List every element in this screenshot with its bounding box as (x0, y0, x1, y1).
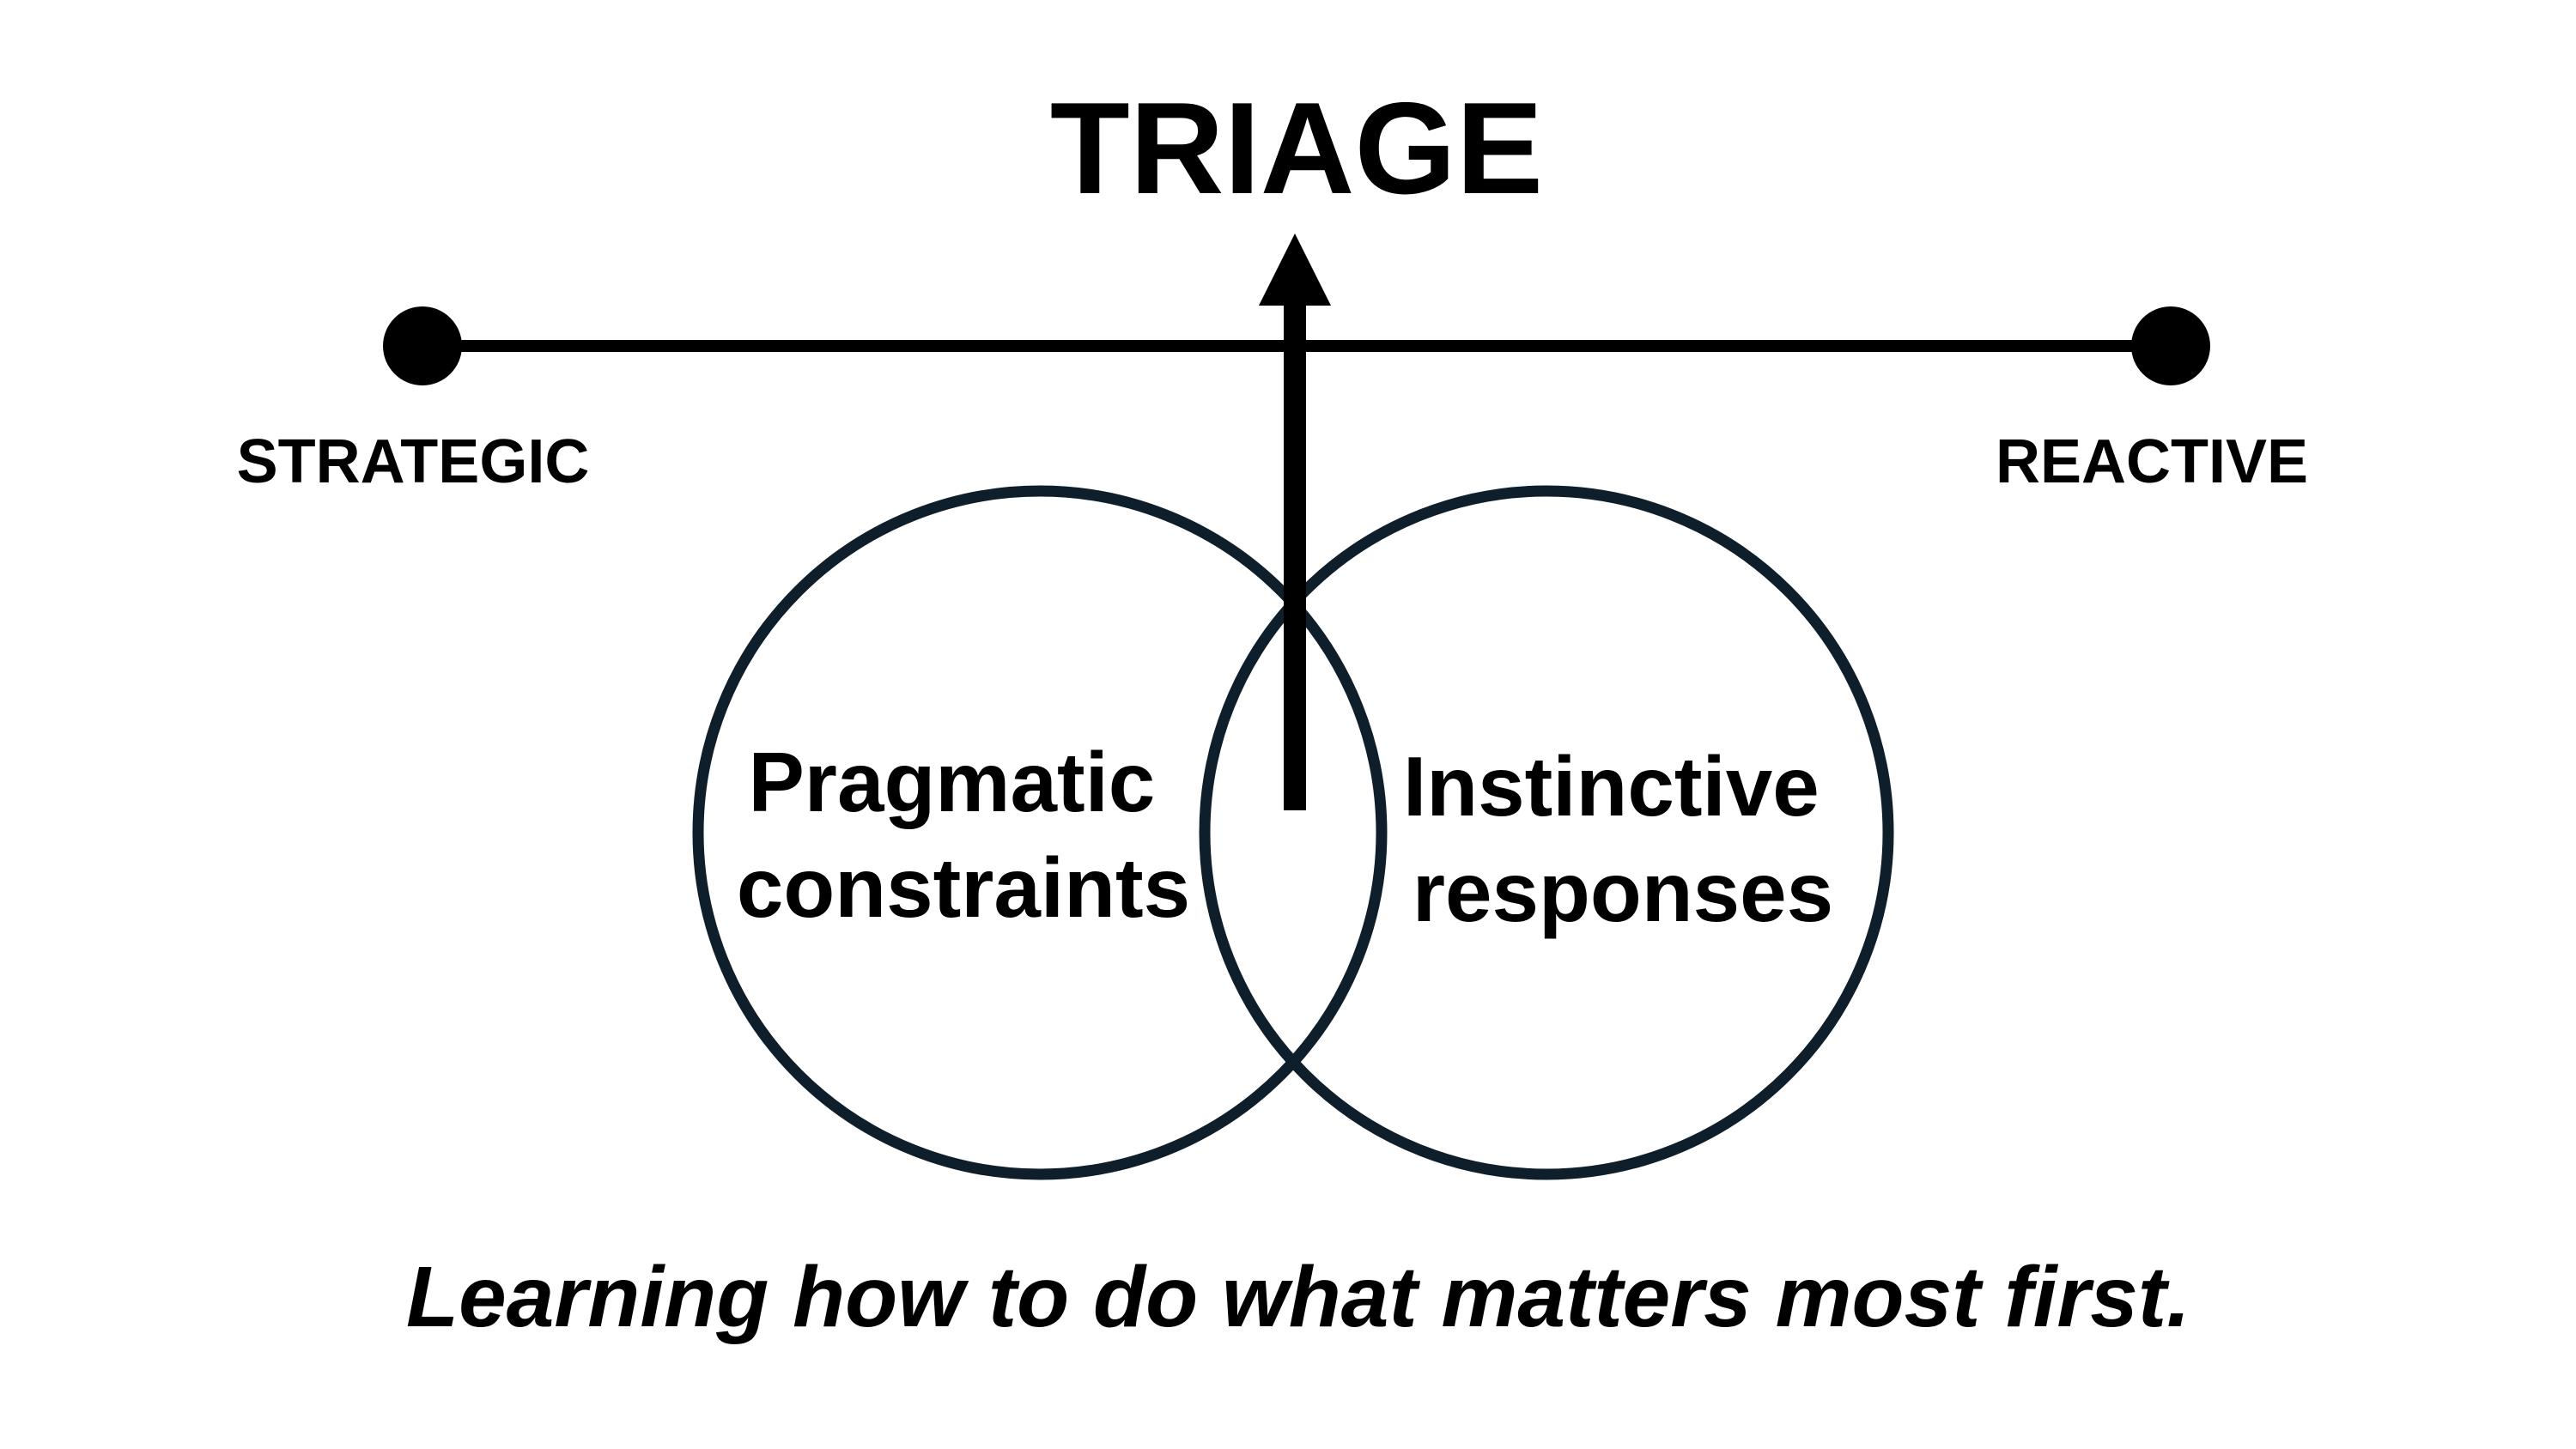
instinctive-responses-label: Instinctive responses (1403, 739, 1843, 939)
strategic-endpoint-dot (383, 306, 462, 385)
diagram-title: TRIAGE (1050, 76, 1543, 221)
pragmatic-label-line2: constraints (737, 840, 1190, 935)
instinctive-label-line1: Instinctive (1403, 739, 1820, 834)
triage-arrow-head (1259, 233, 1331, 306)
reactive-label: REACTIVE (1996, 427, 2308, 496)
tagline: Learning how to do what matters most fir… (406, 1249, 2190, 1345)
pragmatic-constraints-circle (692, 485, 1388, 1180)
strategic-label: STRATEGIC (237, 427, 590, 496)
reactive-endpoint-dot (2131, 306, 2210, 385)
pragmatic-constraints-label: Pragmatic constraints (737, 735, 1190, 935)
instinctive-label-line2: responses (1413, 845, 1833, 939)
pragmatic-label-line1: Pragmatic (748, 735, 1155, 829)
instinctive-responses-circle (1199, 485, 1894, 1180)
